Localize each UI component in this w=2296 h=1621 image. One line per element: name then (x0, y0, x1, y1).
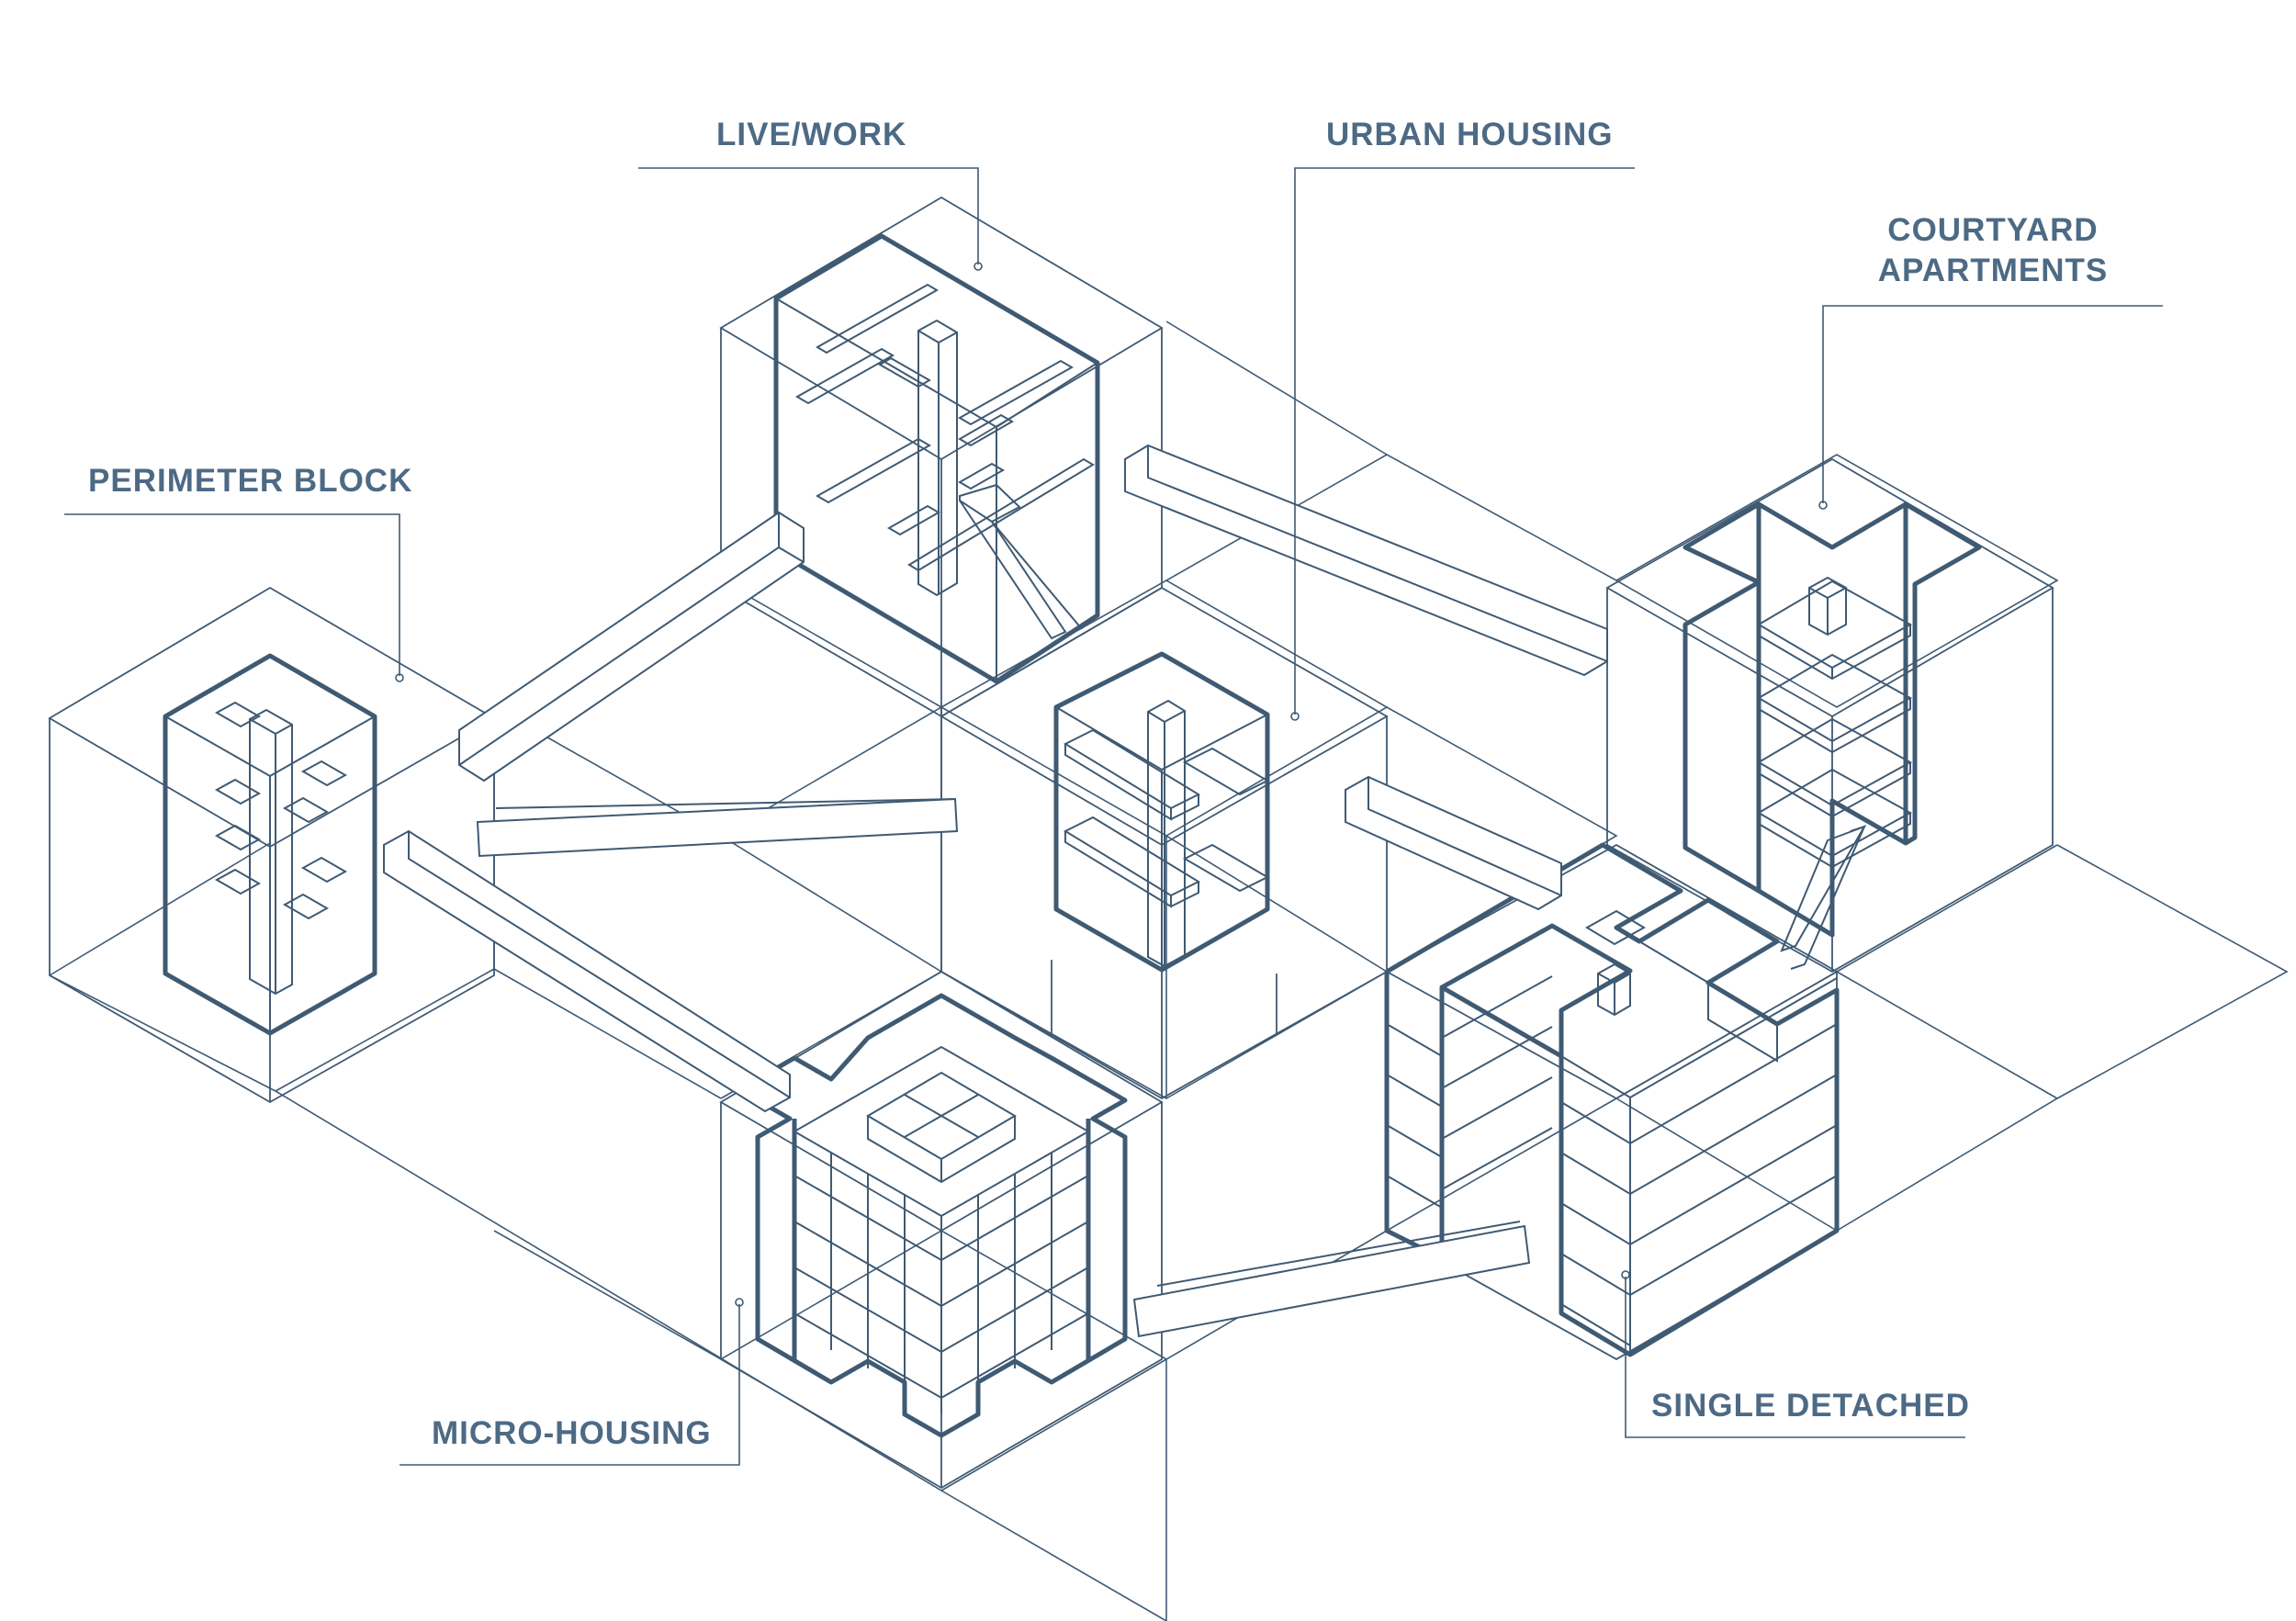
urban-housing-building (940, 586, 1389, 1100)
callout-lines (64, 167, 2163, 1466)
label-urban-housing: URBAN HOUSING (1326, 117, 1613, 152)
label-single-detached: SINGLE DETACHED (1651, 1388, 1970, 1424)
micro-housing-building (719, 970, 1164, 1490)
label-courtyard-line1: COURTYARD (1887, 212, 2098, 248)
label-perimeter-block: PERIMETER BLOCK (88, 463, 412, 499)
bridge-perimeter-urban (476, 797, 959, 858)
label-courtyard-line2: APARTMENTS (1878, 253, 2108, 288)
labels: LIVE/WORK URBAN HOUSING COURTYARD APARTM… (88, 117, 2108, 1451)
label-live-work: LIVE/WORK (716, 117, 906, 152)
bridge-perimeter-livework (458, 511, 805, 782)
courtyard-apartments-building (1605, 457, 2054, 974)
single-detached-building (1384, 842, 1840, 1361)
label-micro-housing: MICRO-HOUSING (432, 1415, 712, 1451)
bridge-micro-detached (1132, 1224, 1531, 1338)
bridge-livework-courtyard (1124, 444, 1608, 677)
bridges (383, 444, 1608, 1338)
perimeter-block-building (48, 586, 496, 1104)
ground-grid (49, 321, 2289, 1621)
live-work-building (719, 196, 1164, 718)
bridge-urban-detached (1345, 775, 1562, 911)
